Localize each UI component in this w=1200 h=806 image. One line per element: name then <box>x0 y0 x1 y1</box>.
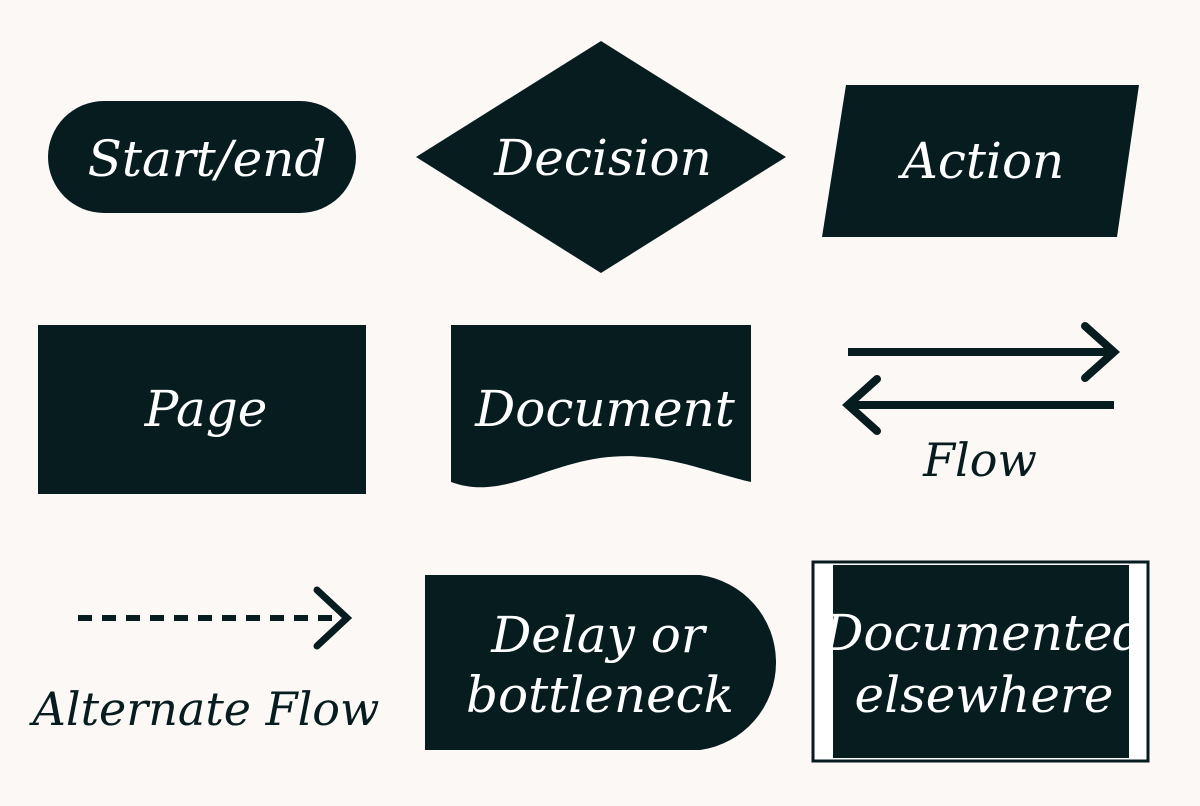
documented-elsewhere-symbol: Documented elsewhere <box>811 560 1150 763</box>
delay-label-line-1: Delay or <box>490 606 708 664</box>
documented-elsewhere-label-line-1: Documented <box>822 604 1144 662</box>
flow-label: Flow <box>922 433 1037 487</box>
d-shape <box>425 575 776 750</box>
action-label: Action <box>898 132 1065 190</box>
alternate-flow-label: Alternate Flow <box>29 682 380 736</box>
decision-symbol: Decision <box>416 41 786 273</box>
decision-label: Decision <box>493 129 712 187</box>
document-label: Document <box>474 380 736 438</box>
terminator-shape <box>48 101 356 213</box>
action-symbol: Action <box>822 85 1139 237</box>
start-end-label: Start/end <box>88 130 327 188</box>
delay-label-line-2: bottleneck <box>466 666 734 724</box>
start-end-symbol: Start/end <box>48 101 356 213</box>
document-symbol: Document <box>451 325 751 488</box>
dashed-arrow-right-icon <box>78 586 353 650</box>
page-label: Page <box>144 380 268 438</box>
arrow-left-icon <box>842 375 1114 435</box>
rectangle-shape <box>38 325 366 494</box>
document-shape <box>451 325 751 488</box>
arrow-right-icon <box>848 322 1120 382</box>
parallelogram-shape <box>822 85 1139 237</box>
page-symbol: Page <box>38 325 366 494</box>
predefined-process-fill <box>833 565 1129 758</box>
flow-connector: Flow <box>842 322 1120 487</box>
documented-elsewhere-label-line-2: elsewhere <box>855 666 1114 724</box>
alternate-flow-connector: Alternate Flow <box>29 586 380 736</box>
diamond-shape <box>416 41 786 273</box>
delay-symbol: Delay or bottleneck <box>425 575 776 750</box>
